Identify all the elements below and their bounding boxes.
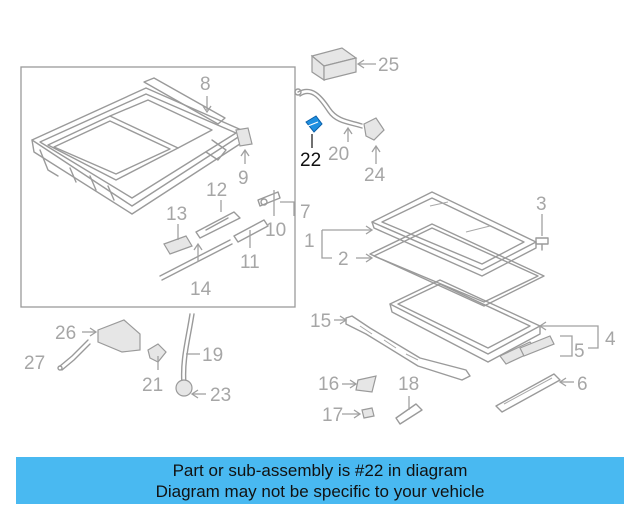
bracket-7 <box>280 201 295 216</box>
callout-3: 3 <box>536 194 547 215</box>
part-5-drawing <box>499 335 555 365</box>
callout-17: 17 <box>322 405 343 426</box>
callout-27: 27 <box>24 353 45 374</box>
callout-6: 6 <box>577 374 588 395</box>
bracket-4 <box>540 325 599 357</box>
part-9-drawing <box>235 127 253 164</box>
part-15-drawing <box>334 315 471 381</box>
callout-19: 19 <box>202 345 223 366</box>
inset-small-parts <box>159 96 281 281</box>
glass-panel-drawing <box>369 191 545 363</box>
left-lower-parts-drawing <box>57 313 206 399</box>
info-banner: Part or sub-assembly is #22 in diagram D… <box>16 457 624 504</box>
callout-20: 20 <box>328 144 349 165</box>
part-6-drawing <box>495 373 574 413</box>
banner-line-1: Part or sub-assembly is #22 in diagram <box>172 461 468 480</box>
callout-21: 21 <box>142 375 163 396</box>
callout-10: 10 <box>265 220 286 241</box>
callout-12: 12 <box>206 180 227 201</box>
callout-11: 11 <box>240 252 260 273</box>
callout-18: 18 <box>398 374 419 395</box>
callout-22: 22 <box>300 150 321 171</box>
part-22-highlight <box>305 115 323 148</box>
callout-7: 7 <box>300 202 311 223</box>
callout-24: 24 <box>364 165 386 186</box>
part-25-drawing <box>310 47 376 82</box>
callout-23: 23 <box>210 385 231 406</box>
callout-4: 4 <box>605 329 616 350</box>
callout-15: 15 <box>310 311 331 332</box>
bracket-1 <box>321 229 372 259</box>
callout-13: 13 <box>166 204 187 225</box>
sunroof-frame-drawing <box>31 77 247 215</box>
callout-8: 8 <box>200 74 211 95</box>
parts-16-17-18-drawing <box>342 375 423 425</box>
inset-frame <box>20 66 296 308</box>
callout-2: 2 <box>338 249 349 270</box>
callout-1: 1 <box>304 231 315 252</box>
banner-line-2: Diagram may not be specific to your vehi… <box>155 482 485 501</box>
callout-25: 25 <box>378 55 399 76</box>
part-20-24-drawing <box>294 88 385 164</box>
callout-26: 26 <box>55 323 76 344</box>
callout-14: 14 <box>190 279 212 300</box>
callout-5: 5 <box>574 341 585 362</box>
callout-16: 16 <box>318 374 339 395</box>
callout-9: 9 <box>238 168 249 189</box>
